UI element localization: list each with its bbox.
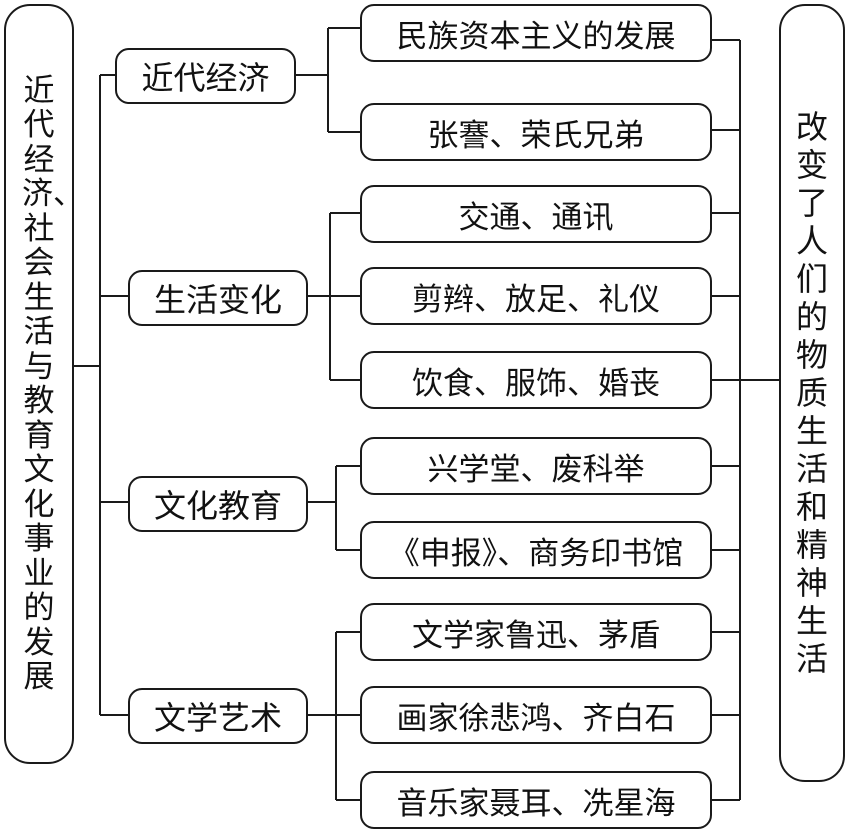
item-box: 音乐家聂耳、冼星海 [360,771,712,829]
item-box: 文学家鲁迅、茅盾 [360,603,712,661]
category-life-changes: 生活变化 [128,270,308,326]
item-label: 音乐家聂耳、冼星海 [396,785,676,822]
item-label: 交通、通讯 [458,199,614,236]
category-economy: 近代经济 [115,48,296,104]
item-label: 文学家鲁迅、茅盾 [412,617,660,654]
category-literature-arts: 文学艺术 [128,688,308,744]
item-box: 画家徐悲鸿、齐白石 [360,686,712,744]
item-box: 张謇、荣氏兄弟 [360,103,712,161]
item-box: 剪辫、放足、礼仪 [360,267,712,325]
item-label: 民族资本主义的发展 [396,18,676,55]
category-label: 文学艺术 [153,699,282,737]
item-box: 《申报》、商务印书馆 [360,521,712,579]
item-label: 画家徐悲鸿、齐白石 [396,700,676,737]
left-title-box: 近代经济、社会生活与教育文化事业的发展 [4,4,84,764]
left-title: 近代经济、社会生活与教育文化事业的发展 [22,72,84,695]
category-label: 文化教育 [153,487,282,525]
category-culture-education: 文化教育 [128,476,308,532]
item-box: 交通、通讯 [360,185,712,243]
item-label: 张謇、荣氏兄弟 [427,117,645,154]
item-box: 民族资本主义的发展 [360,4,712,62]
item-label: 《申报》、商务印书馆 [388,535,684,572]
right-title-box: 改变了人们的物质生活和精神生活 [779,4,845,782]
category-label: 生活变化 [153,281,282,319]
item-box: 饮食、服饰、婚丧 [360,351,712,409]
item-box: 兴学堂、废科举 [360,437,712,495]
item-label: 兴学堂、废科举 [427,451,645,488]
category-label: 近代经济 [141,59,270,97]
right-title: 改变了人们的物质生活和精神生活 [795,108,828,678]
item-label: 饮食、服饰、婚丧 [412,365,660,402]
item-label: 剪辫、放足、礼仪 [412,281,660,318]
